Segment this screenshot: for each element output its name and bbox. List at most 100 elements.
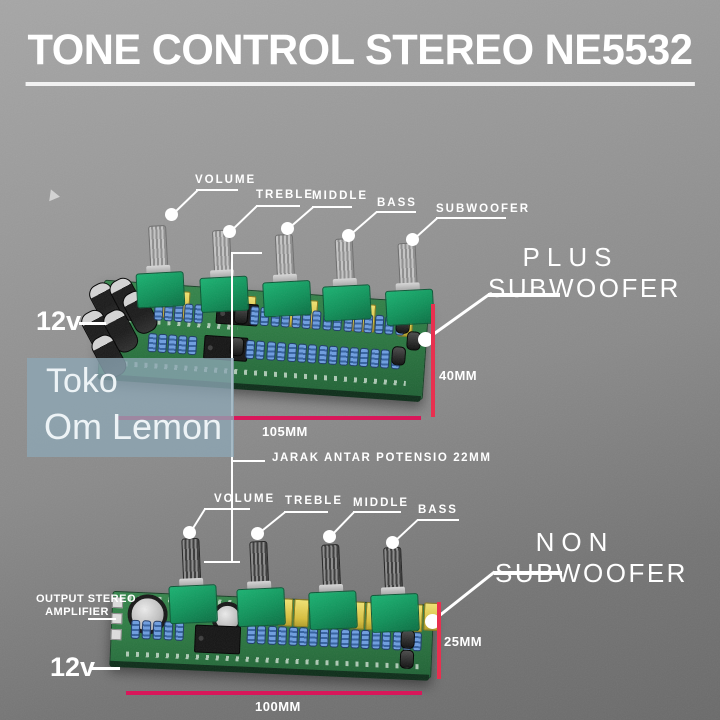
potentiometer-body (236, 587, 286, 628)
knob-label-treble-top: TREBLE (256, 189, 314, 201)
potentiometer (368, 546, 420, 634)
watermark-line1: Toko (46, 362, 118, 400)
resistor (174, 621, 185, 641)
variant-line1: NON (535, 527, 615, 557)
resistor (317, 344, 328, 365)
resistor (267, 625, 278, 646)
resistor (373, 314, 385, 335)
potentiometer-shaft (181, 537, 202, 583)
leader-dot (183, 526, 196, 539)
connector-pad (110, 628, 122, 641)
resistor (249, 305, 260, 326)
output-label: OUTPUT STEREO AMPLIFIER (36, 593, 137, 619)
leader-line (417, 519, 459, 521)
resistor (141, 620, 152, 640)
resistor (369, 348, 380, 369)
resistor (338, 346, 349, 366)
resistor (187, 335, 198, 356)
variant-line1: PLUS (522, 242, 619, 272)
leader-dot (406, 233, 419, 246)
output-line1: OUTPUT STEREO (36, 593, 137, 605)
resistor (245, 339, 256, 360)
resistor (246, 624, 257, 645)
pot-spacing-note: JARAK ANTAR POTENSIO 22MM (272, 452, 492, 464)
resistor (152, 620, 163, 641)
page-title: TONE CONTROL STEREO NE5532 (25, 26, 695, 86)
knob-label-volume-top: VOLUME (195, 174, 257, 186)
leader-line (79, 322, 106, 325)
variant-label-plus-subwoofer: PLUS SUBWOOFER (488, 242, 681, 304)
resistor (371, 630, 381, 650)
knob-label-treble-bottom: TREBLE (285, 495, 343, 507)
dimension-label-100mm: 100MM (255, 699, 301, 714)
tone-control-board-non-subwoofer (105, 531, 447, 686)
potentiometer-body (384, 288, 435, 327)
leader-line (204, 508, 250, 510)
resistor (319, 627, 329, 648)
resistor (308, 627, 319, 647)
resistor (130, 619, 141, 640)
supply-label-top: 12v (36, 306, 82, 336)
potentiometer-shaft (274, 233, 296, 279)
resistor (287, 626, 298, 646)
potentiometer (133, 224, 186, 310)
resistor (360, 629, 371, 650)
potentiometer-body (135, 271, 186, 309)
leader-line (376, 211, 416, 213)
small-capacitor (400, 629, 416, 650)
resistor (350, 629, 361, 649)
knob-label-volume-bottom: VOLUME (214, 493, 276, 505)
potentiometer (197, 229, 250, 315)
film-capacitor (293, 598, 310, 628)
resistor (255, 340, 266, 361)
potentiometer-shaft (334, 238, 355, 283)
potentiometer (320, 237, 372, 323)
resistor (167, 334, 178, 354)
leader-dot (281, 222, 294, 235)
potentiometer-body (322, 284, 372, 322)
resistor (339, 628, 350, 649)
variant-line2: SUBWOOFER (488, 273, 681, 303)
potentiometer-body (370, 592, 420, 634)
watermark-line2: Om Lemon (44, 406, 223, 447)
resistor (157, 333, 168, 354)
dimension-line-25mm (437, 602, 441, 679)
knob-label-bass-top: BASS (377, 197, 417, 209)
variant-line2: SUBWOOFER (495, 558, 688, 588)
resistor (296, 343, 308, 363)
potentiometer (166, 537, 218, 625)
knob-label-bass-bottom: BASS (418, 504, 458, 516)
resistor (379, 349, 391, 369)
leader-dot (165, 208, 178, 221)
resistor (177, 335, 188, 355)
resistor (381, 630, 392, 651)
leader-dot (323, 530, 336, 543)
leader-dot (223, 225, 236, 238)
resistor (311, 310, 322, 330)
leader-line (312, 206, 352, 208)
knob-label-subwoofer-top: SUBWOOFER (436, 203, 531, 215)
potentiometer-body (262, 279, 312, 318)
pot-spacing-tick (233, 460, 265, 462)
potentiometer-shaft (321, 543, 342, 589)
resistor (298, 627, 309, 647)
knob-label-middle-top: MIDDLE (312, 190, 369, 202)
dimension-line-40mm (431, 304, 435, 417)
leader-line (92, 667, 120, 670)
resistor (265, 341, 277, 361)
potentiometer (234, 540, 286, 628)
resistor (277, 626, 288, 646)
resistor (329, 628, 340, 648)
variant-label-non-subwoofer: NON SUBWOOFER (495, 527, 688, 589)
potentiometer-body (168, 584, 218, 625)
resistor (286, 342, 297, 363)
resistor (256, 625, 267, 645)
potentiometer (306, 543, 358, 631)
dimension-label-105mm: 105MM (262, 424, 308, 439)
leader-dot (386, 536, 399, 549)
resistor (147, 332, 158, 353)
leader-line (353, 511, 401, 513)
glare-artifact (49, 189, 61, 203)
resistor (183, 303, 194, 323)
